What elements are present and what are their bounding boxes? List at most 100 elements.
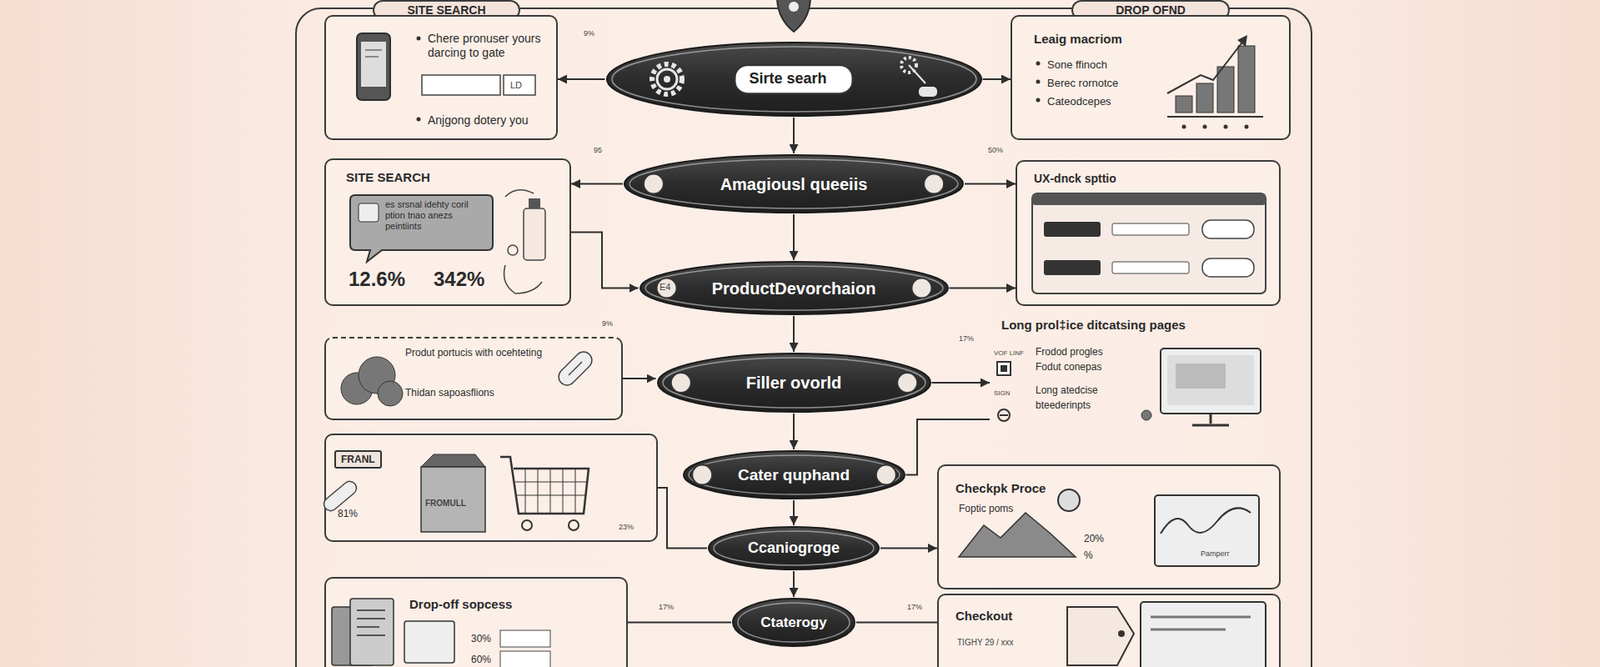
node-heading: Checkout [955, 608, 1081, 624]
info-group: Long prol‡ice ditcatsing pagesFrodod pro… [989, 310, 1278, 439]
document-icons [356, 610, 386, 636]
small-label: 95 [593, 146, 602, 156]
form-controls [997, 361, 1152, 422]
form-controls [997, 361, 1011, 376]
monitor-icon [1160, 348, 1261, 414]
small-label: VOF LINF [993, 350, 1024, 358]
cart-icons [421, 454, 486, 467]
process-pill: Sirte searh [605, 40, 984, 118]
flow-connector [792, 117, 795, 154]
small-label: 9% [583, 30, 595, 39]
node-heading: es srsnal idehty coril ption tnao anezs … [385, 199, 489, 233]
monitor-icon [1175, 363, 1226, 389]
process-pill: ProductDevorchaion [638, 260, 950, 316]
cloud-capsule-icons [555, 348, 596, 389]
cart-icons [568, 520, 579, 531]
phone-icon [365, 55, 379, 58]
bar-chart-icon [1223, 125, 1229, 130]
cloud-capsule-icons [568, 361, 582, 376]
ui-window [1112, 223, 1189, 236]
flow-connector [964, 183, 1016, 186]
phone-icon [361, 41, 387, 87]
pill-outline [683, 451, 905, 499]
bubble-outline [350, 195, 493, 262]
flow-connector [571, 232, 639, 289]
small-label: TIGHY 29 / xxx [957, 637, 1014, 648]
checkout-icons [1150, 616, 1251, 619]
monitor-icon [1192, 424, 1229, 427]
bubble-icon [358, 203, 379, 222]
small-label: 50% [988, 146, 1004, 156]
ui-window [1043, 260, 1101, 276]
pill-rim [662, 357, 926, 408]
search-input [503, 75, 536, 96]
gear-icons [652, 64, 683, 95]
small-label: % [1083, 550, 1094, 562]
flow-connector [856, 621, 938, 624]
node-heading: FRANL [334, 450, 382, 469]
node-text: Sone ffinoch [1047, 58, 1164, 72]
document-icons [350, 598, 394, 666]
node-heading: Long prol‡ice ditcatsing pages [1001, 317, 1273, 333]
process-pill: Ctaterogy [731, 596, 857, 648]
cart-icons [521, 520, 532, 531]
node-text: Fodut conepas [1035, 361, 1153, 373]
form-controls [1000, 365, 1008, 372]
flow-connector [622, 377, 657, 380]
bullet-dots [1036, 98, 1041, 103]
cart-icons [500, 456, 589, 514]
bar-chart-icon [1196, 83, 1214, 113]
document-icons [331, 598, 551, 667]
node-heading: Filler ovorld [746, 372, 842, 393]
cloud-capsule-icons [341, 372, 373, 405]
node-text: bteederinpts [1035, 399, 1153, 412]
product-icons [523, 208, 546, 261]
bullet-dots [1036, 80, 1041, 85]
ui-window [1032, 193, 1266, 294]
small-label: E4 [659, 281, 671, 292]
flow-connector [792, 500, 795, 526]
checkout-icons [958, 512, 1076, 557]
gear-icons [901, 57, 917, 73]
small-label: SIGN [993, 390, 1011, 398]
ui-window [1202, 220, 1254, 239]
pill-outline [732, 598, 855, 647]
node-heading: DROP OFND [1115, 3, 1186, 18]
location-pin [788, 1, 799, 12]
node-heading: Cater quphand [737, 465, 850, 485]
flow-connector [983, 78, 1012, 81]
ui-window [1112, 261, 1189, 274]
bullet-dots [416, 36, 1041, 122]
product-icons [507, 245, 518, 256]
pill-badge [897, 372, 918, 393]
speech-bubble: es srsnal idehty coril ption tnao anezs … [348, 193, 495, 264]
ui-window [1043, 221, 1101, 237]
ui-window [1032, 193, 1266, 294]
node-heading: Ccaniogroge [747, 539, 840, 558]
pill-badge [911, 278, 932, 299]
product-icons [504, 265, 543, 294]
product-icons [504, 190, 547, 294]
small-label: LD [510, 80, 522, 91]
node-heading: Ctaterogy [760, 613, 827, 631]
node-heading: Drop-off sopcess [409, 596, 577, 612]
bar-chart-icon [1167, 40, 1244, 94]
node-heading: UX-dnck spttio [1033, 171, 1218, 186]
document-icons [500, 651, 551, 667]
pill-badge [923, 174, 944, 195]
small-label: 17% [958, 335, 974, 344]
pill-rim [737, 602, 850, 643]
small-label: 81% [337, 508, 358, 520]
ui-window [1202, 258, 1254, 277]
small-label: 17% [658, 603, 674, 612]
flow-connector [932, 381, 991, 384]
checkout-icons [1058, 489, 1080, 512]
document-icons [404, 621, 455, 663]
document-icons [331, 606, 374, 666]
flow-connector [792, 413, 795, 450]
product-icons [528, 198, 541, 209]
info-panel: Checkpk ProceFoptic poms [937, 464, 1281, 590]
cart-icons [421, 466, 486, 532]
info-panel: UX-dnck spttio [1015, 160, 1281, 306]
